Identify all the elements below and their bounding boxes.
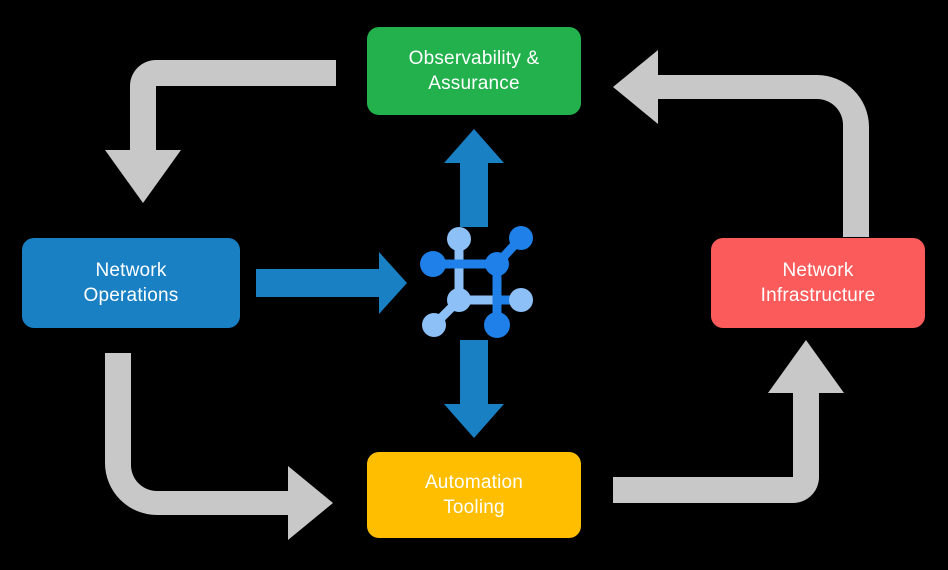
node-label-automation-tooling: Automation Tooling [424,471,524,518]
node-observability-assurance[interactable]: Observability & Assurance [367,27,581,115]
arrow-observability-to-operations [105,60,336,203]
node-network-infrastructure[interactable]: Network Infrastructure [711,238,925,328]
arrow-center-to-observability [444,129,504,227]
network-icon-links-dark [430,235,526,330]
network-icon-nodes-dark [420,226,533,338]
arrow-operations-to-center [256,252,407,314]
node-label-network-infrastructure: Network Infrastructure [760,259,876,306]
node-label-observability-assurance: Observability & Assurance [408,47,540,94]
node-label-network-operations: Network Operations [83,259,179,306]
arrow-operations-to-automation [105,353,333,540]
arrow-automation-to-infrastructure [613,340,844,503]
network-icon-nodes-light [422,227,533,337]
node-network-operations[interactable]: Network Operations [22,238,240,328]
arrow-center-to-automation [444,340,504,438]
network-icon-links-light [432,236,502,327]
node-automation-tooling[interactable]: Automation Tooling [367,452,581,538]
arrow-infrastructure-to-observability [613,50,869,237]
